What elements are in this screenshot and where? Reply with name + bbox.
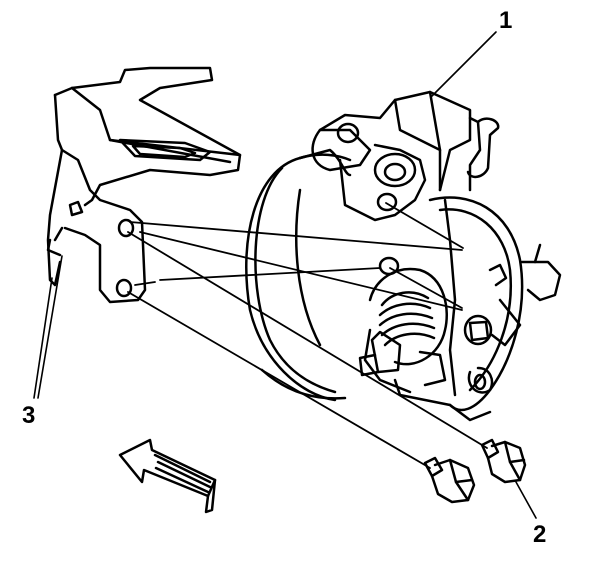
leader-lines <box>33 31 537 519</box>
throttle-body-housing <box>245 90 562 422</box>
callout-1: 1 <box>499 7 513 34</box>
mounting-bracket <box>46 66 242 304</box>
bolt-lower <box>423 456 476 504</box>
direction-arrow-icon <box>118 438 217 514</box>
callout-2: 2 <box>533 521 547 548</box>
alignment-lines <box>127 202 488 469</box>
bolt-upper <box>480 438 527 484</box>
callout-3: 3 <box>22 402 36 429</box>
